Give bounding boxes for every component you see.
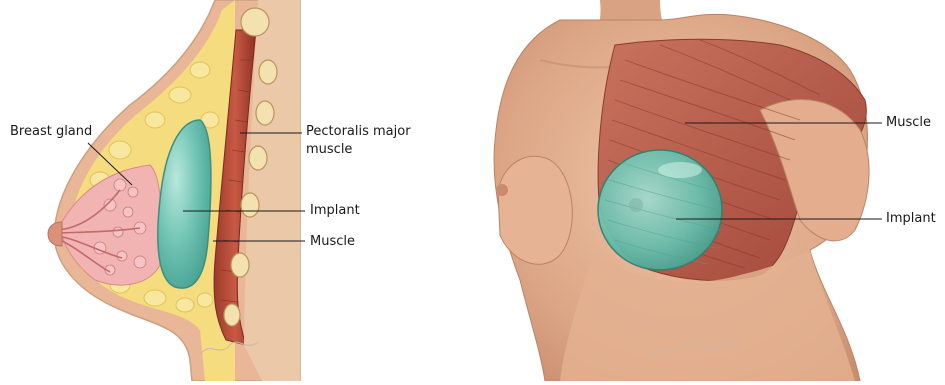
label-pectoralis-major-line2: muscle	[306, 142, 352, 158]
label-muscle-right: Muscle	[886, 115, 931, 131]
label-breast-gland: Breast gland	[10, 124, 92, 140]
implant-highlight	[658, 162, 702, 178]
label-implant-left: Implant	[310, 203, 360, 219]
nipple	[48, 222, 62, 246]
right-torso	[494, 0, 882, 381]
label-implant-right: Implant	[886, 211, 936, 227]
left-cross-section	[48, 0, 305, 381]
nipple-left	[496, 184, 508, 196]
label-pectoralis-major-line1: Pectoralis major	[306, 124, 411, 140]
nipple-right-ghost	[629, 198, 643, 212]
label-muscle-left: Muscle	[310, 234, 355, 250]
breast-left	[498, 156, 572, 264]
